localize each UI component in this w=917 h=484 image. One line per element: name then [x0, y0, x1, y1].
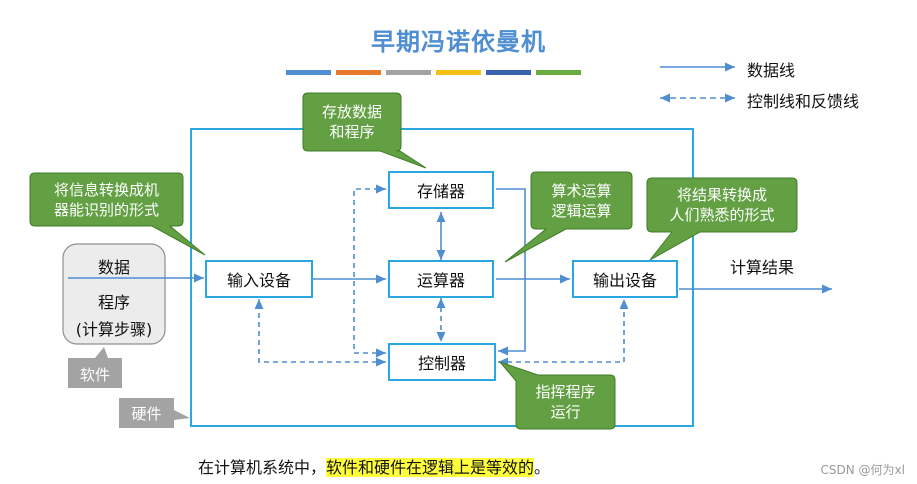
alu-box: 运算器 — [388, 260, 494, 298]
output-note-line-1: 将结果转换成 — [676, 186, 767, 204]
color-strip — [286, 70, 581, 75]
callout-controller-note — [498, 360, 616, 430]
output-note-line-2: 人们熟悉的形式 — [669, 206, 775, 224]
storage-note-text: 存放数据和程序 — [303, 94, 401, 150]
hardware-tag — [119, 398, 190, 428]
control-controller-input — [254, 299, 386, 367]
bottom-note: 在计算机系统中，软件和硬件在逻辑上是等效的。 — [198, 454, 550, 478]
callout-storage-note — [302, 92, 427, 169]
callout-input-note — [29, 172, 206, 256]
callout-alu-note — [504, 171, 633, 263]
arrow-storage-to-controller — [496, 188, 526, 356]
color-strip-segment — [536, 70, 581, 75]
output-note-text: 将结果转换成人们熟悉的形式 — [647, 179, 797, 231]
controller-box: 控制器 — [388, 343, 496, 381]
legend-control-label: 控制线和反馈线 — [747, 92, 860, 111]
software-program-label: 程序 — [97, 293, 130, 312]
storage-box: 存储器 — [388, 171, 494, 209]
callout-output-note — [646, 177, 798, 261]
color-strip-segment — [486, 70, 531, 75]
controller-note-line-2: 运行 — [550, 403, 581, 421]
storage-note-line-1: 存放数据 — [321, 103, 382, 121]
software-steps-label: (计算步骤) — [75, 320, 153, 339]
page-title: 早期冯诺依曼机 — [371, 28, 546, 56]
software-data-label: 数据 — [97, 258, 130, 277]
result-label: 计算结果 — [730, 258, 795, 277]
bottom-note-prefix: 在计算机系统中， — [198, 458, 327, 477]
software-box — [62, 243, 166, 345]
software-tag-label: 软件 — [79, 366, 110, 384]
control-controller-storage — [353, 184, 386, 358]
input-device-box: 输入设备 — [205, 260, 313, 298]
storage-note-line-2: 和程序 — [329, 123, 375, 141]
color-strip-segment — [336, 70, 381, 75]
bottom-note-suffix: 。 — [534, 458, 551, 477]
input-note-line-2: 器能识别的形式 — [53, 200, 159, 219]
bottom-note-highlight: 软件和硬件在逻辑上是等效的 — [326, 458, 535, 477]
alu-note-text: 算术运算逻辑运算 — [531, 173, 632, 228]
alu-note-line-2: 逻辑运算 — [551, 201, 612, 220]
output-device-box: 输出设备 — [572, 260, 678, 298]
hardware-tag-label: 硬件 — [131, 405, 162, 423]
alu-note-line-1: 算术运算 — [551, 181, 612, 200]
legend-data-label: 数据线 — [747, 61, 796, 80]
controller-note-line-1: 指挥程序 — [535, 383, 596, 401]
software-tag — [68, 347, 122, 388]
input-note-text: 将信息转换成机器能识别的形式 — [30, 174, 183, 225]
controller-note-text: 指挥程序运行 — [516, 376, 615, 428]
input-note-line-1: 将信息转换成机 — [53, 180, 159, 199]
color-strip-segment — [386, 70, 431, 75]
control-controller-output — [498, 299, 629, 367]
color-strip-segment — [436, 70, 481, 75]
watermark: CSDN @何为xl — [820, 463, 905, 477]
color-strip-segment — [286, 70, 331, 75]
